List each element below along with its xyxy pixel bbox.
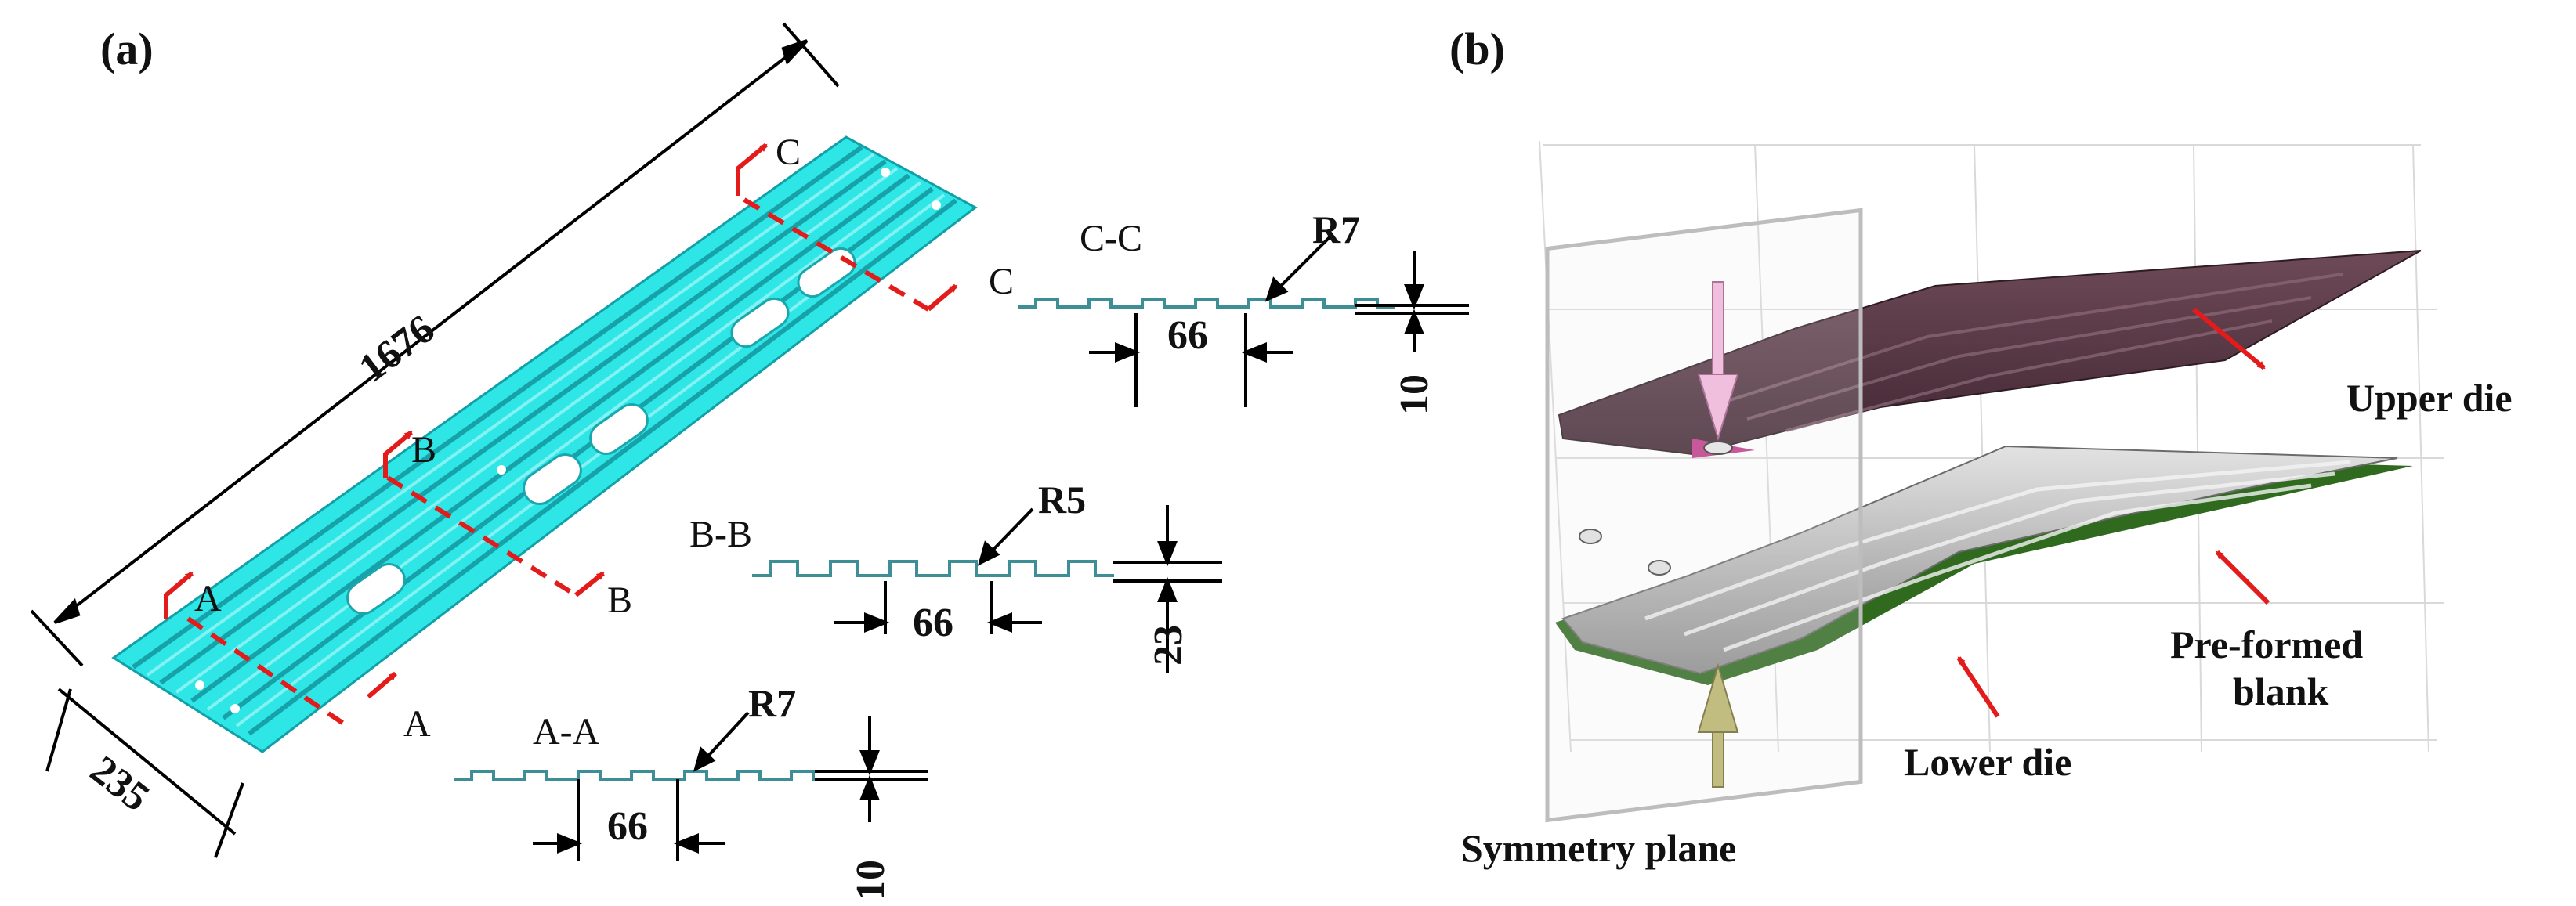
section-b-b-height: 23 <box>1146 625 1191 666</box>
section-b-b: B-B R5 66 23 <box>689 478 1222 673</box>
section-a-a: A-A R7 66 10 <box>454 681 928 901</box>
preformed-blank-label-1: Pre-formed <box>2170 623 2363 666</box>
upper-punch-tip <box>1703 441 1733 455</box>
symmetry-plane-label: Symmetry plane <box>1461 826 1736 870</box>
section-b-b-pitch: 66 <box>913 601 953 645</box>
length-dimension <box>30 22 840 667</box>
section-arrows <box>164 143 957 699</box>
length-label: 1676 <box>351 306 443 391</box>
small-pin-left <box>1579 529 1602 544</box>
section-a-a-title: A-A <box>533 711 600 753</box>
panel-b-pointer-arrows <box>1956 307 2270 718</box>
lower-die-label: Lower die <box>1904 740 2071 784</box>
marker-b-left: B <box>411 429 436 471</box>
upper-die-label: Upper die <box>2346 376 2513 420</box>
section-a-a-pitch: 66 <box>607 804 648 849</box>
section-a-a-height: 10 <box>848 860 893 901</box>
section-b-b-profile <box>752 560 1114 577</box>
marker-a-left: A <box>194 578 222 619</box>
section-c-c: C-C R7 66 10 <box>1018 208 1469 415</box>
section-a-a-profile <box>454 770 830 781</box>
section-a-a-radius: R7 <box>748 681 796 725</box>
preformed-blank-label-2: blank <box>2233 670 2329 713</box>
marker-a-right: A <box>403 703 431 745</box>
section-cut-lines <box>186 197 930 727</box>
lower-die <box>1555 445 2413 685</box>
panel-b-label: (b) <box>1449 23 1505 74</box>
symmetry-plane-rect <box>1545 208 1863 823</box>
width-dimension <box>45 688 244 858</box>
stamped-part <box>111 135 978 753</box>
section-b-b-title: B-B <box>689 514 752 555</box>
section-c-c-height: 10 <box>1392 374 1437 415</box>
small-pin-right <box>1648 560 1671 576</box>
section-b-b-radius: R5 <box>1038 478 1086 522</box>
marker-c-right: C <box>989 261 1014 302</box>
section-c-c-radius: R7 <box>1312 208 1360 251</box>
marker-c-left: C <box>776 132 801 173</box>
lower-punch-arrow <box>1697 662 1739 788</box>
upper-punch-arrow <box>1697 281 1739 442</box>
section-c-c-title: C-C <box>1080 218 1142 259</box>
section-c-c-pitch: 66 <box>1167 313 1208 358</box>
section-c-c-profile <box>1018 298 1395 309</box>
width-label: 235 <box>82 748 158 821</box>
marker-b-right: B <box>607 579 632 621</box>
panel-a-label: (a) <box>100 23 154 74</box>
